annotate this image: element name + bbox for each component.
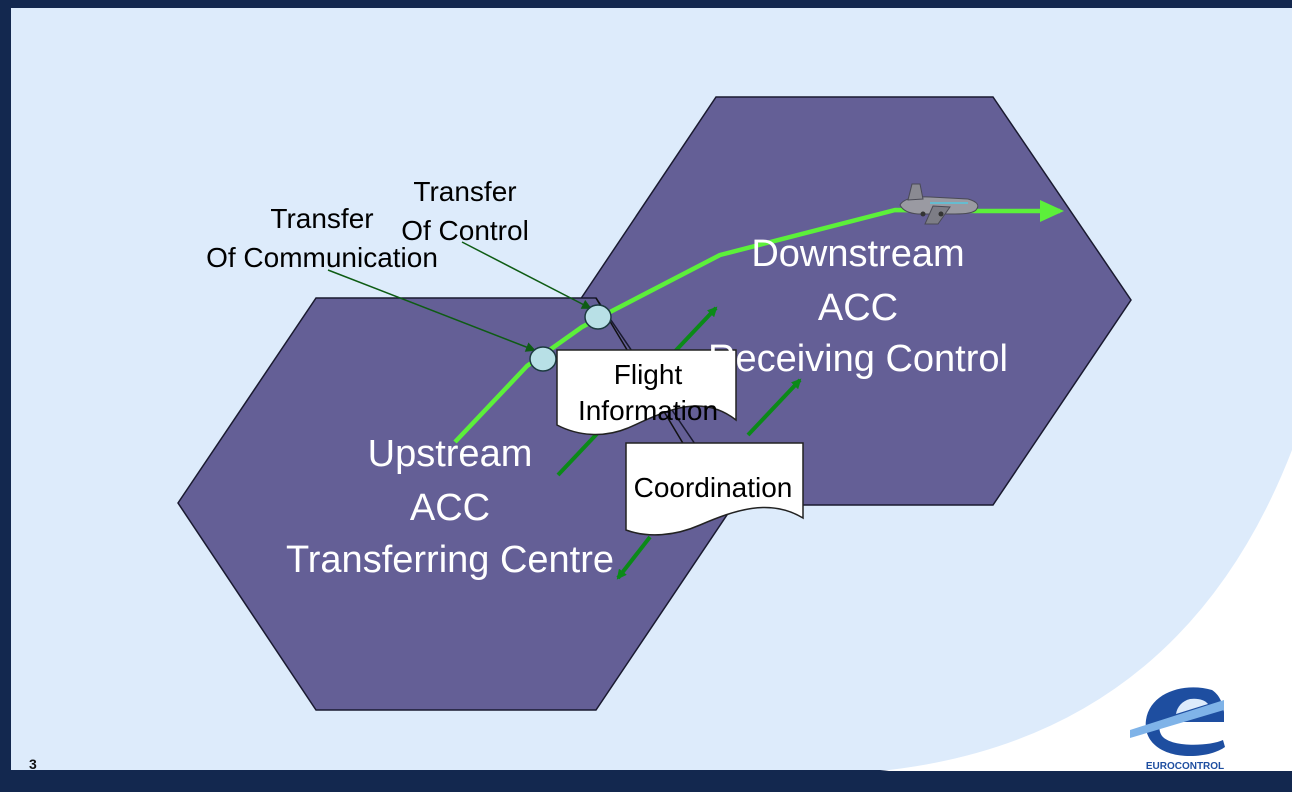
coordination-label: Coordination: [634, 472, 793, 503]
transfer-of-communication-pointer: [327, 269, 536, 352]
transfer-of-control-label-line2: Of Control: [401, 215, 529, 246]
coordination-card: [625, 442, 804, 536]
transfer-of-control-label-line1: Transfer: [413, 176, 516, 207]
downstream-role: Receiving Control: [708, 338, 1008, 380]
logo-wordmark: EUROCONTROL: [1146, 761, 1224, 772]
upstream-role: Transferring Centre: [286, 539, 614, 581]
downstream-title: Downstream: [751, 233, 964, 275]
flight-information-label-line2: Information: [578, 395, 718, 426]
coordination-arrow-up: [746, 378, 802, 437]
flight-information-label-line1: Flight: [614, 359, 683, 390]
flight-path: [453, 207, 979, 444]
upstream-title: Upstream: [368, 433, 533, 475]
page-number: 3: [29, 756, 37, 772]
flight-information-card: [556, 349, 737, 436]
eurocontrol-logo: EUROCONTROL: [1130, 687, 1225, 772]
transfer-of-control-pointer: [461, 241, 592, 309]
downstream-acc: ACC: [818, 287, 898, 329]
bottom-bar: [0, 771, 1292, 787]
coordination-arrow-down: [616, 535, 652, 580]
transfer-of-communication-point: [529, 346, 557, 372]
transfer-of-communication-label-line1: Transfer: [270, 203, 373, 234]
transfer-of-communication-label-line2: Of Communication: [206, 242, 438, 273]
aircraft-icon: [899, 183, 979, 225]
transfer-of-control-point: [584, 304, 612, 330]
upstream-acc: ACC: [410, 487, 490, 529]
